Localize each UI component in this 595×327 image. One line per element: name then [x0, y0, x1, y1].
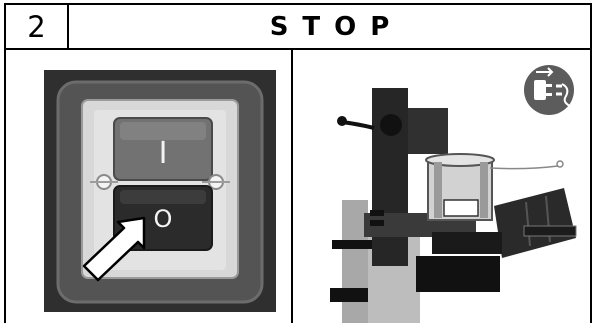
motor-shaft	[524, 226, 576, 236]
column-knob	[380, 114, 402, 136]
guard-post-left	[434, 162, 442, 218]
unplug-icon	[524, 65, 574, 115]
rocker-off-shine	[120, 190, 206, 204]
arm-slot-2	[370, 220, 384, 226]
lower-block	[416, 256, 500, 292]
lower-arm	[432, 232, 502, 254]
step-title: STOP	[69, 5, 590, 48]
handle-lever	[342, 122, 374, 128]
switch-photo: I O	[44, 70, 276, 312]
motor-body	[494, 188, 576, 258]
arm-slot-1	[370, 210, 384, 216]
base-ledge-lower	[330, 288, 368, 302]
handle-ball	[337, 116, 347, 126]
machine-illustration	[294, 50, 590, 323]
switch-illustration: I O	[44, 70, 276, 312]
step-number: 2	[6, 5, 67, 48]
on-symbol: I	[159, 136, 168, 171]
guard-post-right	[480, 162, 488, 218]
workpiece-clamp	[444, 200, 478, 216]
pressure-wire	[490, 166, 558, 169]
machine-svg	[294, 50, 590, 323]
upper-housing	[408, 108, 448, 154]
off-symbol: O	[154, 205, 173, 233]
body-column-divider	[291, 49, 293, 323]
wire-hook	[557, 161, 563, 167]
